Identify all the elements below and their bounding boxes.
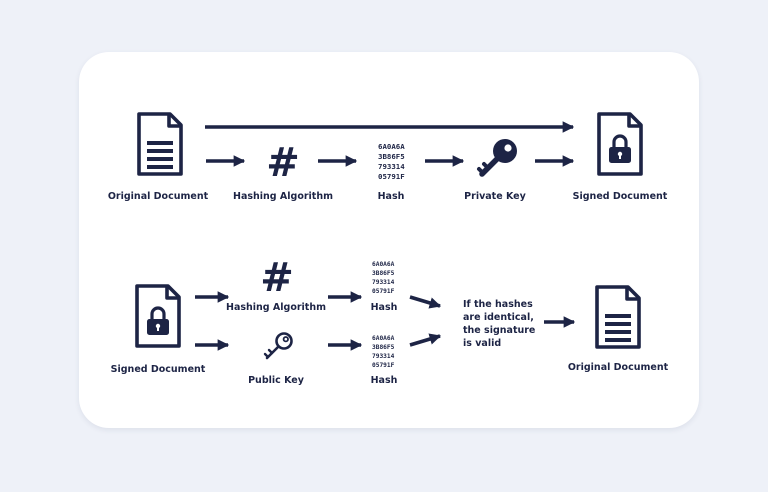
- hash-line: 6A0A6A: [378, 142, 405, 151]
- comparison-text-line: is valid: [463, 338, 501, 349]
- hash-line: 05791F: [372, 362, 395, 369]
- original-document-label: Original Document: [568, 362, 669, 373]
- arrow-to-comparison: [409, 333, 442, 347]
- public-key-label: Public Key: [248, 375, 305, 386]
- key-icon: [263, 332, 293, 360]
- hash-line: 793314: [372, 353, 395, 360]
- hash-label: Hash: [378, 191, 405, 202]
- comparison-text-line: If the hashes: [463, 299, 533, 310]
- hash-label: Hash: [371, 375, 398, 386]
- private-key-label: Private Key: [464, 191, 526, 202]
- hash-line: 793314: [378, 162, 405, 171]
- signed-document-label: Signed Document: [111, 364, 206, 375]
- hash-line: 793314: [372, 279, 395, 286]
- document-icon: [137, 112, 183, 176]
- hash-label: Hash: [371, 302, 398, 313]
- hash-line: 3B86F5: [372, 344, 395, 351]
- original-document-label: Original Document: [108, 191, 209, 202]
- hash-symbol-icon: #: [260, 255, 294, 301]
- hash-line: 3B86F5: [378, 152, 405, 161]
- arrow-to-comparison: [409, 295, 442, 309]
- comparison-text-line: are identical,: [463, 312, 534, 323]
- locked-document-icon: [135, 284, 181, 348]
- key-icon: [479, 139, 517, 174]
- hashing-algorithm-label: Hashing Algorithm: [226, 302, 326, 313]
- locked-document-icon: [597, 112, 643, 176]
- hash-line: 6A0A6A: [372, 335, 395, 342]
- hash-line: 05791F: [372, 288, 395, 295]
- hash-line: 3B86F5: [372, 270, 395, 277]
- hash-line: 05791F: [378, 172, 405, 181]
- hash-line: 6A0A6A: [372, 261, 395, 268]
- diagram-card: [79, 52, 699, 428]
- document-icon: [595, 285, 641, 349]
- hash-symbol-icon: #: [266, 140, 300, 186]
- signed-document-label: Signed Document: [573, 191, 668, 202]
- comparison-text-line: the signature: [463, 325, 535, 336]
- hashing-algorithm-label: Hashing Algorithm: [233, 191, 333, 202]
